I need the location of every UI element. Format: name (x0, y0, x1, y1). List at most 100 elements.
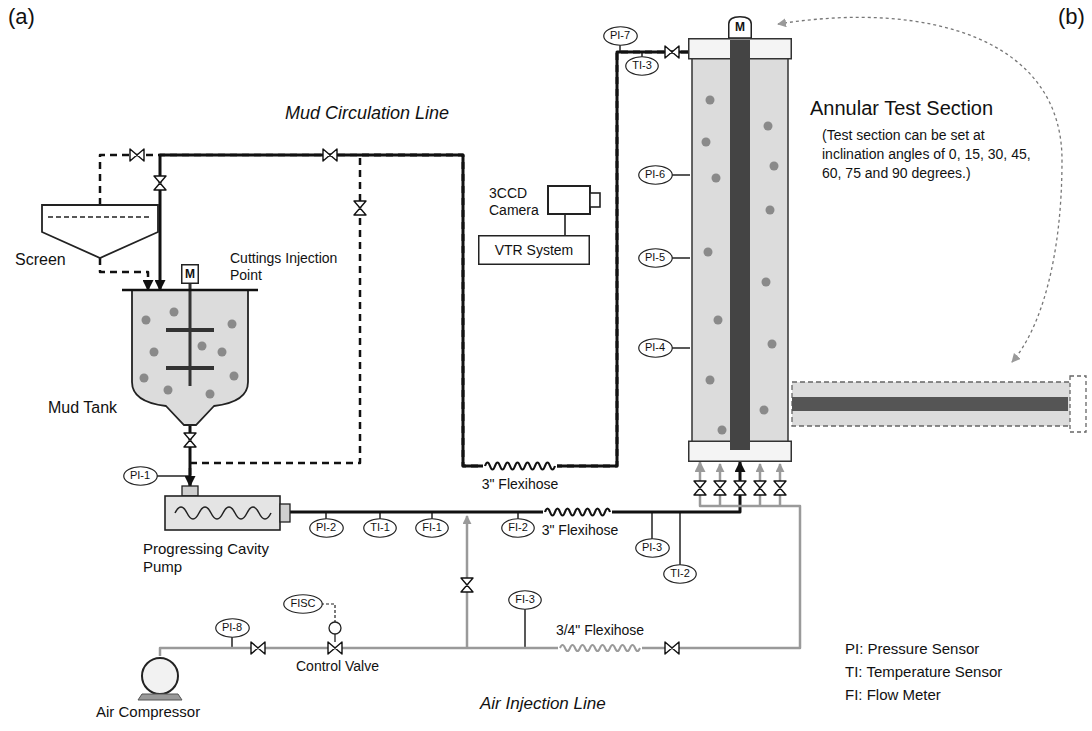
sensor-tag: TI-3 (625, 56, 659, 76)
sensor-ellipse (638, 166, 672, 185)
sensor-tag: FI-3 (508, 590, 542, 610)
sensor-tag: TI-1 (363, 518, 397, 538)
bypass-pipe (190, 52, 688, 486)
camera-body (548, 186, 590, 214)
air-pipe (160, 462, 800, 656)
motor-dome-outline (729, 17, 752, 38)
cutting-particle (170, 308, 179, 317)
part-label: Control Valve (296, 658, 379, 675)
flexihose (545, 509, 610, 516)
cutting-particle (702, 138, 711, 147)
sensor-label: TI-1 (363, 521, 397, 534)
valve-symbol (184, 433, 196, 447)
sensor-label: FI-2 (501, 521, 535, 534)
sensor-label: FI-1 (415, 521, 449, 534)
sensor-ellipse (626, 57, 659, 76)
sensor-label: FI-3 (508, 593, 542, 606)
node-shape (160, 486, 290, 532)
mud-pipe (160, 52, 688, 466)
panel-letter: (b) (1058, 4, 1085, 30)
pump-body (165, 496, 280, 530)
compressor-tank (142, 658, 178, 694)
valve-symbol (665, 46, 679, 58)
valve-actuator (329, 622, 341, 634)
valve-symbol (734, 481, 746, 495)
hose-patch (558, 640, 642, 656)
cutting-particle (164, 386, 173, 395)
camera-lens (590, 193, 600, 207)
recorder-box: VTR System (478, 235, 590, 265)
sensor-tag: PI-6 (638, 165, 673, 185)
valve-symbol (694, 481, 706, 495)
line-title: Air Injection Line (480, 694, 606, 714)
sensor-ellipse (502, 519, 535, 538)
pump-outlet (280, 504, 290, 522)
node-shape (547, 185, 600, 215)
drill-pipe (792, 397, 1068, 411)
cutting-particle (768, 340, 777, 349)
sensor-label: PI-4 (638, 341, 673, 354)
tank-lid (122, 289, 258, 292)
panel-letter: (a) (8, 4, 35, 30)
valve-symbol (714, 481, 726, 495)
valve-symbol (154, 176, 166, 190)
valve-symbol (323, 149, 337, 161)
node-label: Screen (15, 250, 66, 269)
sensor-ellipse (284, 595, 323, 614)
sensor-ellipse (509, 591, 542, 610)
pump-inlet (182, 486, 198, 496)
air-compressor: Air Compressor (136, 656, 184, 700)
screen-mesh (48, 216, 152, 217)
air-manifold (467, 464, 780, 648)
cutting-particle (218, 348, 227, 357)
box-outline (182, 265, 199, 284)
flexihose (560, 645, 640, 651)
sensor-tag: PI-3 (635, 538, 670, 558)
node-shape (122, 290, 258, 425)
valve-symbol (328, 642, 342, 654)
sensor-ellipse (664, 565, 697, 584)
node-label: (Test section can be set at inclination … (822, 126, 1037, 183)
cutting-particle (206, 390, 215, 399)
cutting-particle (198, 342, 207, 351)
sensor-tag: PI-5 (638, 248, 673, 268)
camera: 3CCD Camera (547, 185, 600, 215)
sensor-tag: PI-4 (638, 338, 673, 358)
abbreviation-note: FI: Flow Meter (845, 686, 941, 704)
sensor-tag: PI-1 (123, 466, 158, 486)
flexihose (485, 463, 555, 470)
sensor-tag: PI-2 (309, 518, 344, 538)
cutting-particle (228, 320, 237, 329)
line-title: Mud Circulation Line (285, 103, 449, 125)
cutting-particle (764, 122, 773, 131)
cutting-particle (140, 374, 149, 383)
cutting-particle (714, 316, 723, 325)
sensor-ellipse (309, 519, 343, 538)
cutting-particle (230, 372, 239, 381)
pump-rotor (175, 507, 271, 519)
sensor-ellipse (603, 27, 637, 46)
cutting-particle (150, 348, 159, 357)
sensor-ellipse (416, 519, 449, 538)
valve-symbol (130, 149, 144, 161)
valve-symbol (251, 642, 265, 654)
sensor-tag: TI-2 (663, 564, 697, 584)
tube-outline (792, 382, 1072, 426)
sensor-ellipse (123, 467, 157, 486)
pump: Progressing Cavity Pump (160, 486, 290, 532)
sensor-tag: FI-1 (415, 518, 449, 538)
hose-patch (483, 458, 557, 474)
sensor-tag: PI-8 (215, 618, 250, 638)
sensor-label: PI-8 (215, 621, 250, 634)
node-shape (42, 205, 158, 258)
abbreviation-note: PI: Pressure Sensor (845, 640, 979, 658)
valve-symbol (461, 578, 473, 592)
node-label: Progressing Cavity Pump (143, 540, 283, 576)
control-signal (321, 604, 335, 622)
bypass-pipe (100, 258, 148, 290)
cutting-particle (712, 174, 721, 183)
drill-pipe (730, 40, 750, 450)
sensor-label: FISC (283, 597, 323, 610)
